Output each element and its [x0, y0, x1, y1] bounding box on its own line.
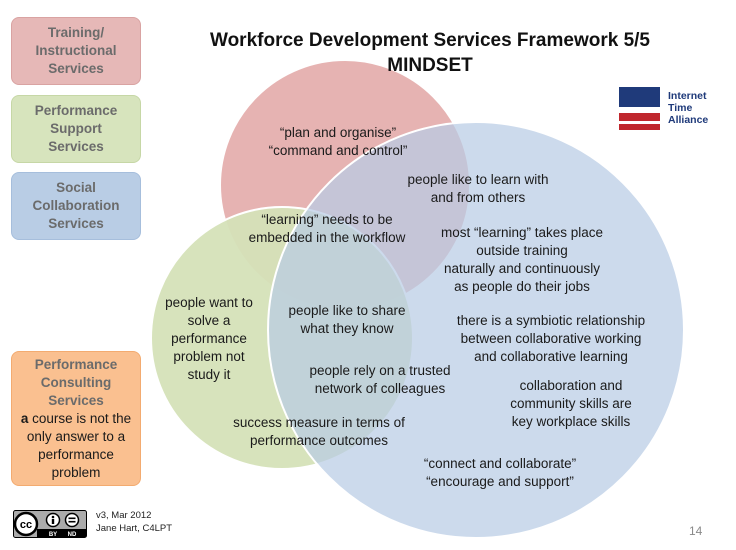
label-solve-line-4: problem not	[173, 349, 245, 364]
internet-time-alliance-logo: Internet Time Alliance	[619, 87, 719, 131]
support-line-2: Support	[50, 121, 102, 136]
label-skills-line-2: community skills are	[510, 396, 632, 411]
label-learn-with-line-2: and from others	[430, 190, 526, 205]
label-connect-line-2: “encourage and support”	[426, 474, 574, 489]
label-measure-line-1: success measure in terms of	[233, 415, 405, 430]
social-collaboration-services-box: Social Collaboration Services	[11, 172, 141, 240]
ita-logo-mark-icon	[619, 87, 660, 130]
label-skills-line-3: key workplace skills	[511, 414, 631, 429]
label-plan-command: “plan and organise” “command and control…	[248, 124, 428, 160]
nd-equals-icon	[64, 512, 80, 528]
social-line-2: Collaboration	[32, 198, 120, 213]
label-solve-line-5: study it	[187, 367, 231, 382]
footer-credit: v3, Mar 2012 Jane Hart, C4LPT	[96, 509, 172, 535]
social-line-1: Social	[56, 180, 96, 195]
consulting-line-1: Performance	[34, 356, 118, 372]
consulting-note-bold: a	[20, 410, 29, 426]
label-measure-line-2: performance outcomes	[249, 433, 389, 448]
label-learn-with-line-1: people like to learn with	[407, 172, 549, 187]
performance-consulting-services-box: Performance Consulting Services a course…	[11, 351, 141, 486]
ita-logo-text: Internet Time Alliance	[668, 90, 708, 126]
consulting-line-3: Services	[48, 392, 104, 408]
label-outside-line-2: outside training	[476, 243, 568, 258]
creative-commons-by-nd-badge-icon: cc BY ND	[13, 510, 87, 538]
by-person-body-icon	[51, 519, 55, 524]
label-trusted-line-2: network of colleagues	[314, 381, 446, 396]
label-key-workplace-skills: collaboration and community skills are k…	[496, 377, 646, 431]
label-success-measure: success measure in terms of performance …	[224, 414, 414, 450]
page-number: 14	[689, 524, 703, 538]
consulting-note-rest: course is not the	[28, 410, 132, 426]
footer-author: Jane Hart, C4LPT	[96, 523, 173, 534]
label-learn-with-others: people like to learn with and from other…	[388, 171, 568, 207]
label-solve-line-3: performance	[171, 331, 247, 346]
slide-title: Workforce Development Services Framework…	[190, 28, 670, 78]
label-solve-line-1: people want to	[165, 295, 253, 310]
label-symbiotic-line-1: there is a symbiotic relationship	[456, 313, 646, 328]
consulting-note-line-2: only answer to a	[26, 428, 126, 444]
label-outside-line-4: as people do their jobs	[454, 279, 590, 294]
consulting-note-line-1: a course is not the	[21, 410, 131, 428]
cc-by-label: BY	[49, 532, 57, 538]
label-embedded-in-workflow: “learning” needs to be embedded in the w…	[236, 211, 418, 247]
label-connect-line-1: “connect and collaborate”	[423, 456, 577, 471]
cc-nd-label: ND	[68, 532, 77, 538]
label-connect-collaborate: “connect and collaborate” “encourage and…	[405, 455, 595, 491]
consulting-line-2: Consulting	[40, 374, 112, 390]
social-line-3: Services	[48, 216, 104, 231]
label-trusted-network: people rely on a trusted network of coll…	[298, 362, 462, 398]
nd-equals-bottom-icon	[68, 520, 76, 523]
label-symbiotic-line-2: between collaborative working	[460, 331, 642, 346]
logo-line-1: Internet	[668, 90, 707, 102]
label-share-line-2: what they know	[300, 321, 394, 336]
support-line-3: Services	[48, 139, 104, 154]
nd-equals-top-icon	[68, 517, 76, 520]
cc-letters: cc	[20, 519, 32, 531]
label-embedded-line-1: “learning” needs to be	[261, 212, 393, 227]
label-trusted-line-1: people rely on a trusted	[309, 363, 451, 378]
label-embedded-line-2: embedded in the workflow	[248, 230, 406, 245]
label-outside-line-3: naturally and continuously	[443, 261, 601, 276]
training-instructional-services-box: Training/ Instructional Services	[11, 17, 141, 85]
label-symbiotic-line-3: and collaborative learning	[474, 349, 628, 364]
label-learning-outside-training: most “learning” takes place outside trai…	[432, 224, 612, 296]
label-skills-line-1: collaboration and	[519, 378, 623, 393]
training-line-2: Instructional	[35, 43, 117, 58]
blue-circle-mindset	[267, 121, 685, 539]
label-solve-line-2: solve a	[187, 313, 231, 328]
logo-line-2: Time	[668, 102, 693, 114]
title-line-1: Workforce Development Services Framework…	[209, 30, 650, 51]
label-share-line-1: people like to share	[288, 303, 406, 318]
support-line-1: Performance	[34, 103, 118, 118]
label-plan-line-2: “command and control”	[268, 143, 408, 158]
training-line-3: Services	[48, 61, 104, 76]
consulting-note-line-4: problem	[51, 464, 101, 480]
label-solve-performance-problem: people want to solve a performance probl…	[154, 294, 264, 384]
label-outside-line-1: most “learning” takes place	[440, 225, 604, 240]
logo-line-3: Alliance	[668, 114, 709, 126]
by-person-head-icon	[51, 515, 55, 519]
title-line-2: MINDSET	[387, 55, 473, 76]
performance-support-services-box: Performance Support Services	[11, 95, 141, 163]
consulting-note-line-3: performance	[38, 446, 114, 462]
cc-circle-icon	[13, 511, 39, 537]
footer-version: v3, Mar 2012	[96, 510, 152, 521]
label-share-what-they-know: people like to share what they know	[272, 302, 422, 338]
label-symbiotic-relationship: there is a symbiotic relationship betwee…	[446, 312, 656, 366]
label-plan-line-1: “plan and organise”	[279, 125, 397, 140]
training-line-1: Training/	[47, 25, 105, 40]
